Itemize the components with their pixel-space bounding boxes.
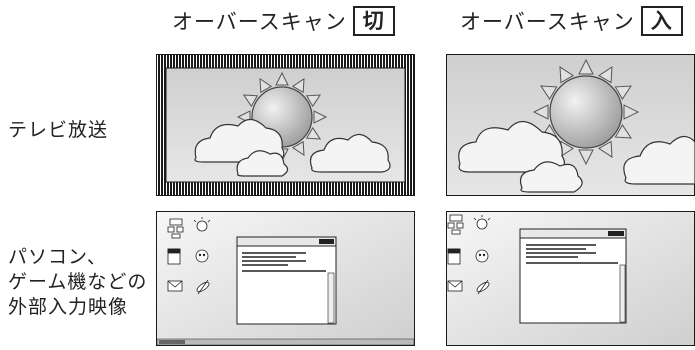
cloud-icon: [194, 118, 391, 177]
internet-icon: [196, 279, 210, 295]
virus-buster-icon: [475, 249, 489, 263]
mail-icon: [167, 280, 183, 292]
label-pc-line2: ゲーム機などの: [8, 271, 148, 293]
label-pc-line1: パソコン、: [8, 246, 107, 268]
header-label: オーバースキャン: [460, 10, 635, 34]
hint-icon: [473, 215, 491, 230]
virus-buster-icon: [195, 249, 209, 263]
hint-icon: [193, 217, 211, 232]
header-on-box: 入: [640, 6, 683, 36]
header-off-box: 切: [352, 6, 395, 36]
header-overscan-on: オーバースキャン入: [460, 6, 683, 36]
memo-icon: [447, 248, 461, 265]
memo-icon: [167, 248, 181, 265]
label-broadcast: テレビ放送: [8, 119, 109, 141]
mail-icon: [447, 280, 463, 292]
desktop-overscan-on: [446, 211, 695, 346]
broadcast-overscan-off: [155, 53, 416, 197]
cloud-icon: [458, 120, 695, 193]
start-button: [159, 340, 185, 344]
sun-icon: [532, 58, 640, 166]
computer-icon: [447, 214, 464, 235]
mail-window: [519, 228, 627, 324]
label-pc-line3: 外部入力映像: [8, 296, 129, 318]
computer-icon: [167, 218, 184, 239]
internet-icon: [476, 279, 490, 295]
broadcast-overscan-on: [446, 54, 695, 196]
header-overscan-off: オーバースキャン切: [172, 6, 395, 36]
taskbar: [156, 338, 415, 346]
mail-window: [236, 236, 337, 325]
header-label: オーバースキャン: [172, 10, 347, 34]
desktop-overscan-off: [156, 211, 415, 346]
